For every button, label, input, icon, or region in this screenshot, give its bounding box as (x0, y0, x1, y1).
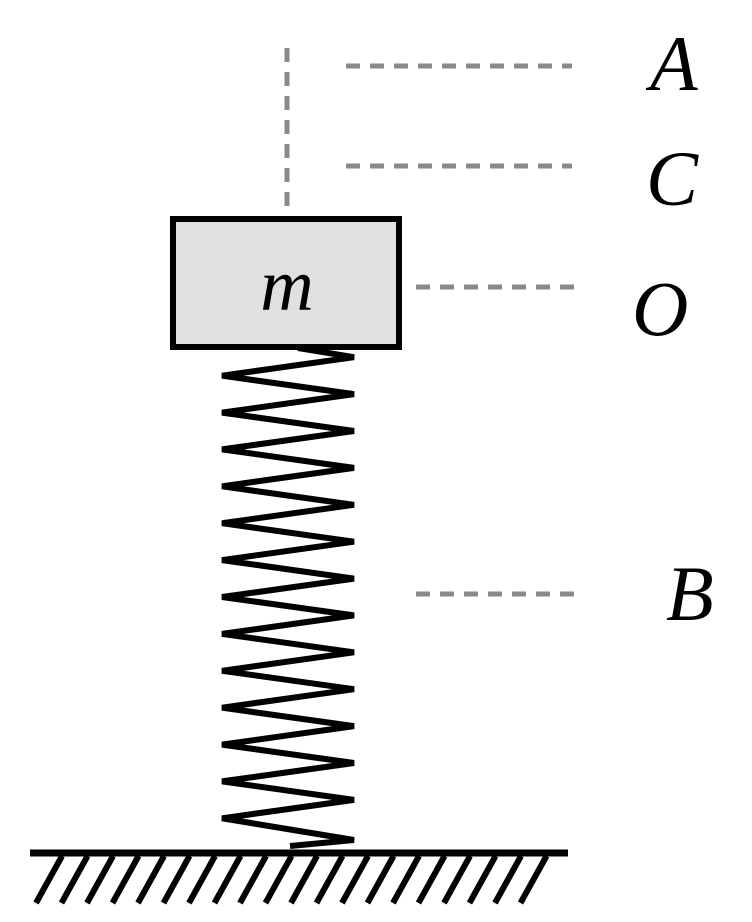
hatch-mark (58, 854, 91, 905)
label-b: B (666, 550, 714, 637)
hatch-mark (160, 854, 193, 905)
hatch-mark (415, 854, 448, 905)
mass-label: m (260, 245, 313, 327)
label-a: A (645, 20, 698, 107)
hatch-mark (466, 854, 499, 905)
hatch-mark (135, 854, 167, 905)
hatch-mark (390, 854, 422, 905)
hatch-mark (339, 854, 371, 905)
hatch-mark (262, 854, 295, 905)
hatch-mark (492, 854, 524, 905)
hatch-mark (517, 854, 550, 905)
hatch-mark (84, 854, 116, 905)
hatch-mark (288, 854, 320, 905)
label-o: O (632, 265, 688, 352)
mass-block (170, 216, 402, 350)
spring (221, 345, 355, 849)
hatch-mark (211, 854, 244, 905)
hatch-mark (186, 854, 218, 905)
hatch-mark (109, 854, 142, 905)
hatch-mark (33, 854, 65, 905)
hatch-mark (441, 854, 473, 905)
hatch-mark (313, 854, 346, 905)
hatch-mark (237, 854, 269, 905)
label-c: C (646, 135, 699, 222)
ground-hatching (33, 854, 550, 905)
hatch-mark (364, 854, 397, 905)
